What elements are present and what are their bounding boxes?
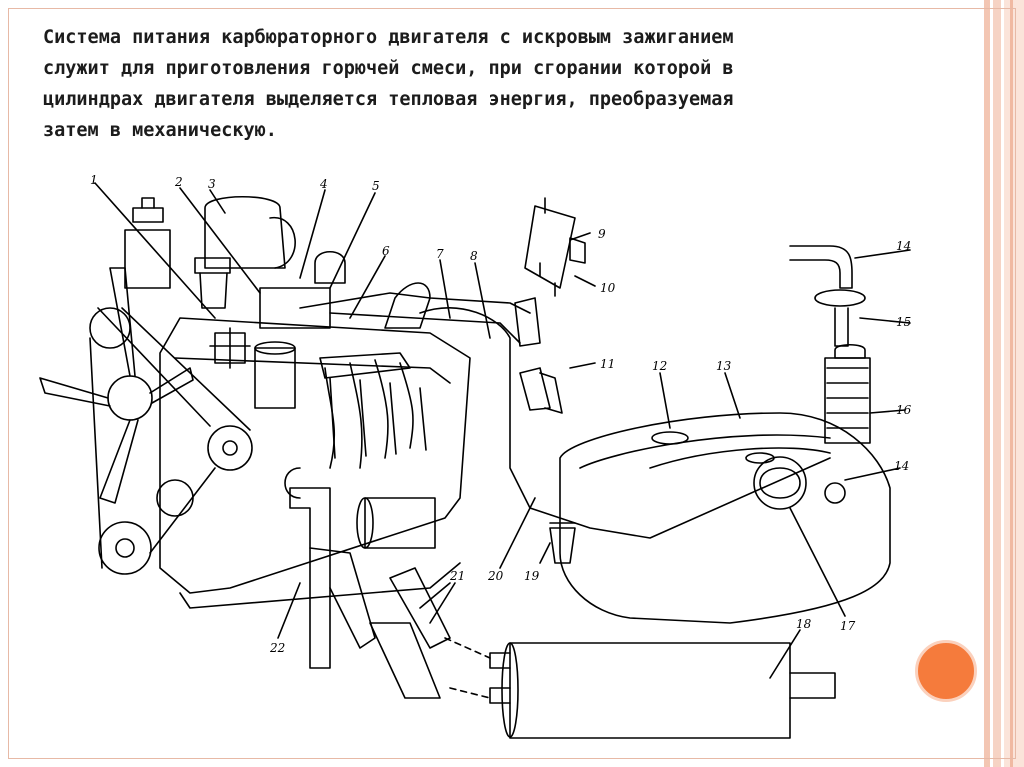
decor-stripe [1010, 0, 1013, 767]
callout-17: 17 [840, 619, 856, 633]
engine [39, 196, 471, 699]
decor-circle [915, 640, 977, 702]
filler-neck [789, 245, 871, 444]
callout-7: 7 [436, 247, 444, 261]
callout-3: 3 [208, 177, 216, 191]
callout-6: 6 [382, 244, 390, 258]
callout-18: 18 [796, 617, 812, 631]
callout-labels: 1 2 3 4 5 6 7 8 9 10 11 12 13 14 15 16 1… [90, 173, 912, 655]
callout-21: 21 [449, 569, 465, 583]
pedal-assembly [514, 197, 586, 414]
callout-4: 4 [319, 177, 328, 191]
callout-14b: 14 [894, 459, 909, 473]
callout-2: 2 [174, 175, 183, 189]
decor-stripe [1004, 0, 1024, 767]
callout-19: 19 [524, 569, 540, 583]
callout-13: 13 [716, 359, 732, 373]
slide-text-line: Система питания карбюраторного двигателя… [43, 27, 734, 48]
callout-8: 8 [470, 249, 478, 263]
callout-14: 14 [896, 239, 911, 253]
callout-11: 11 [600, 357, 615, 371]
callout-20: 20 [487, 569, 504, 583]
callout-10: 10 [600, 281, 616, 295]
callout-15: 15 [896, 315, 911, 329]
slide-text-line: затем в механическую. [43, 120, 277, 141]
decor-stripe [993, 0, 1001, 767]
decor-stripe [984, 0, 990, 767]
callout-1: 1 [90, 173, 98, 187]
callout-9: 9 [598, 227, 606, 241]
slide-text: Система питания карбюраторного двигателя… [43, 22, 923, 146]
callout-16: 16 [896, 403, 912, 417]
slide-text-line: цилиндрах двигателя выделяется тепловая … [43, 89, 734, 110]
callout-22: 22 [269, 641, 285, 655]
callout-5: 5 [372, 179, 380, 193]
slide-frame [8, 8, 1016, 759]
fuel-system-diagram: 1 2 3 4 5 6 7 8 9 10 11 12 13 14 15 16 1… [39, 173, 912, 739]
callout-12: 12 [652, 359, 667, 373]
sediment-bowl [549, 527, 576, 564]
fuel-tank [559, 412, 891, 624]
muffler [444, 637, 836, 739]
slide-text-line: служит для приготовления горючей смеси, … [43, 58, 734, 79]
